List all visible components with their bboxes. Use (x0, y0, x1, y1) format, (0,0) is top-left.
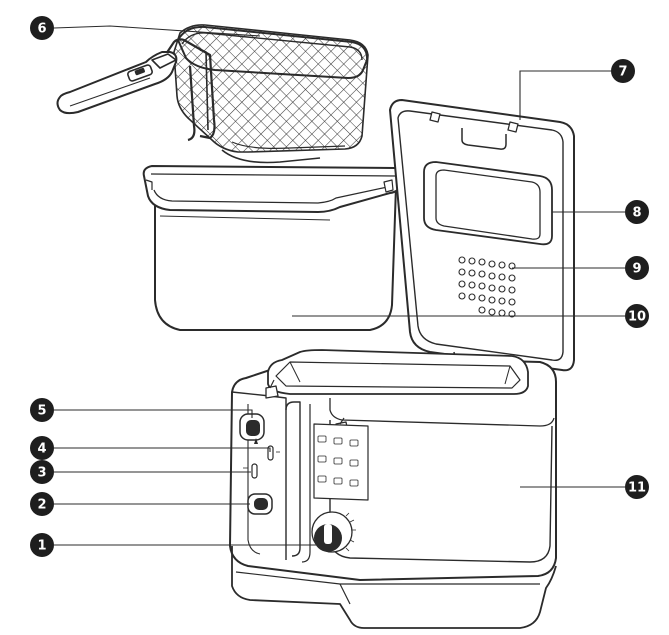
callout-number: 1 (37, 539, 46, 554)
callout-number: 7 (618, 65, 627, 80)
callout-7: 7 (611, 59, 635, 83)
callout-number: 4 (37, 442, 46, 457)
callout-markers: 1 2 3 4 5 6 7 8 9 10 11 (30, 16, 649, 557)
frying-basket (56, 24, 369, 164)
callout-number: 3 (37, 466, 46, 481)
callout-number: 6 (37, 22, 46, 37)
viewing-window (423, 161, 553, 246)
callout-6: 6 (30, 16, 54, 40)
callout-1: 1 (30, 533, 54, 557)
power-indicator-light (243, 463, 258, 479)
callout-number: 8 (632, 206, 641, 221)
timer-button (247, 493, 273, 515)
temperature-guide-icons (317, 435, 359, 487)
callout-marker (30, 492, 54, 516)
callout-marker (30, 460, 54, 484)
callout-4: 4 (30, 436, 54, 460)
callout-number: 5 (37, 404, 46, 419)
callout-marker (30, 398, 54, 422)
callout-marker (625, 475, 649, 499)
removable-oil-container (142, 165, 404, 331)
callout-leaders (53, 25, 625, 546)
callout-marker (625, 304, 649, 328)
callout-number: 10 (628, 310, 646, 325)
callout-9: 9 (625, 256, 649, 280)
callout-8: 8 (625, 200, 649, 224)
lid-release-button (239, 413, 265, 444)
callout-11: 11 (625, 475, 649, 499)
callout-marker (611, 59, 635, 83)
basket-rim (177, 25, 369, 79)
callout-marker (30, 16, 54, 40)
callout-number: 9 (632, 262, 641, 277)
lid (389, 99, 575, 386)
temperature-control-knob (311, 511, 356, 553)
callout-marker (30, 436, 54, 460)
callout-marker (625, 200, 649, 224)
callout-marker (625, 256, 649, 280)
callout-3: 3 (30, 460, 54, 484)
callout-5: 5 (30, 398, 54, 422)
callout-10: 10 (625, 304, 649, 328)
callout-number: 2 (37, 498, 46, 513)
ready-indicator-light (267, 445, 280, 461)
filter-vents (458, 256, 516, 318)
callout-2: 2 (30, 492, 54, 516)
basket-wire-frame (165, 38, 216, 140)
callout-number: 11 (628, 481, 646, 496)
housing (229, 349, 557, 629)
callout-marker (30, 533, 54, 557)
